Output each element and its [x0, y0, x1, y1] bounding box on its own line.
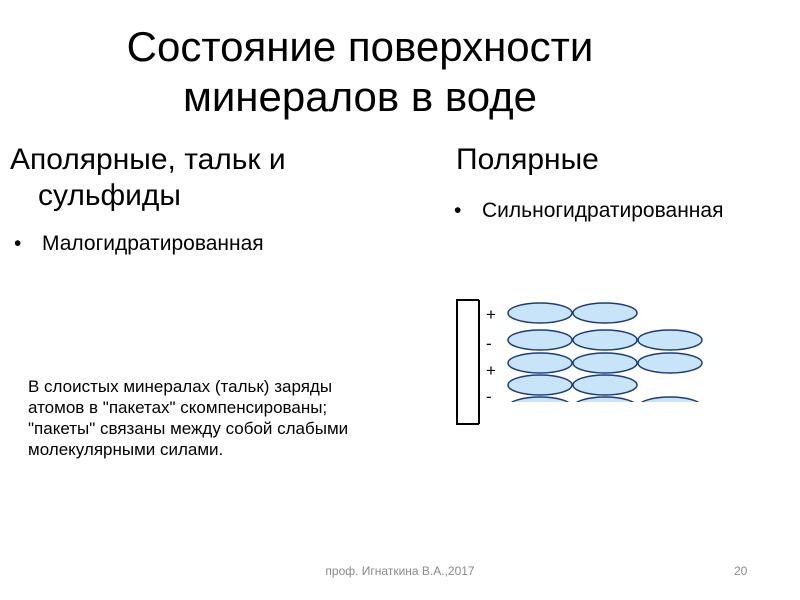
- water-dipole-ellipse: [507, 352, 573, 374]
- hydration-diagram: + - + -: [456, 299, 703, 425]
- polar-bullet: • Сильногидратированная: [454, 198, 723, 224]
- surface-charge: +: [486, 305, 496, 324]
- apolar-bullet-text: Малогидратированная: [42, 232, 264, 255]
- apolar-heading-line1: Аполярные, тальк и: [10, 143, 286, 176]
- apolar-heading: Аполярные, тальк и сульфиды: [10, 142, 410, 214]
- slide-title-line1: Состояние поверхности: [126, 23, 594, 70]
- bullet-dot-icon: •: [454, 199, 462, 222]
- polar-bullet-text: Сильногидратированная: [482, 199, 724, 222]
- water-dipole-ellipse: [510, 396, 570, 402]
- water-dipole-ellipse: [507, 374, 573, 396]
- water-dipole-ellipse: [572, 329, 638, 351]
- water-dipole-ellipse: [637, 329, 703, 351]
- water-dipole-ellipse: [572, 352, 638, 374]
- surface-charge: -: [486, 387, 492, 406]
- bullet-dot-icon: •: [14, 232, 22, 255]
- water-dipole-ellipse: [575, 396, 635, 402]
- water-dipole-ellipse: [507, 302, 573, 324]
- talc-note: В слоистых минералах (тальк) заряды атом…: [28, 377, 349, 459]
- apolar-bullet: • Малогидратированная: [14, 231, 264, 257]
- surface-charge: +: [486, 361, 496, 380]
- footer-author: проф. Игнаткина В.А.,2017: [325, 564, 475, 578]
- page-number: 20: [734, 564, 748, 578]
- surface-charge: -: [486, 334, 492, 353]
- water-dipole-ellipse: [637, 352, 703, 374]
- water-dipole-ellipse: [572, 302, 638, 324]
- water-dipole-ellipse: [507, 329, 573, 351]
- slide-title: Состояние поверхности минералов в воде: [0, 22, 720, 122]
- apolar-heading-line2: сульфиды: [38, 179, 181, 212]
- mineral-surface-bracket: [456, 299, 479, 425]
- water-dipole-ellipse: [572, 374, 638, 396]
- polar-heading: Полярные: [456, 143, 599, 176]
- slide-title-line2: минералов в воде: [182, 73, 538, 120]
- water-dipole-ellipse: [640, 396, 700, 402]
